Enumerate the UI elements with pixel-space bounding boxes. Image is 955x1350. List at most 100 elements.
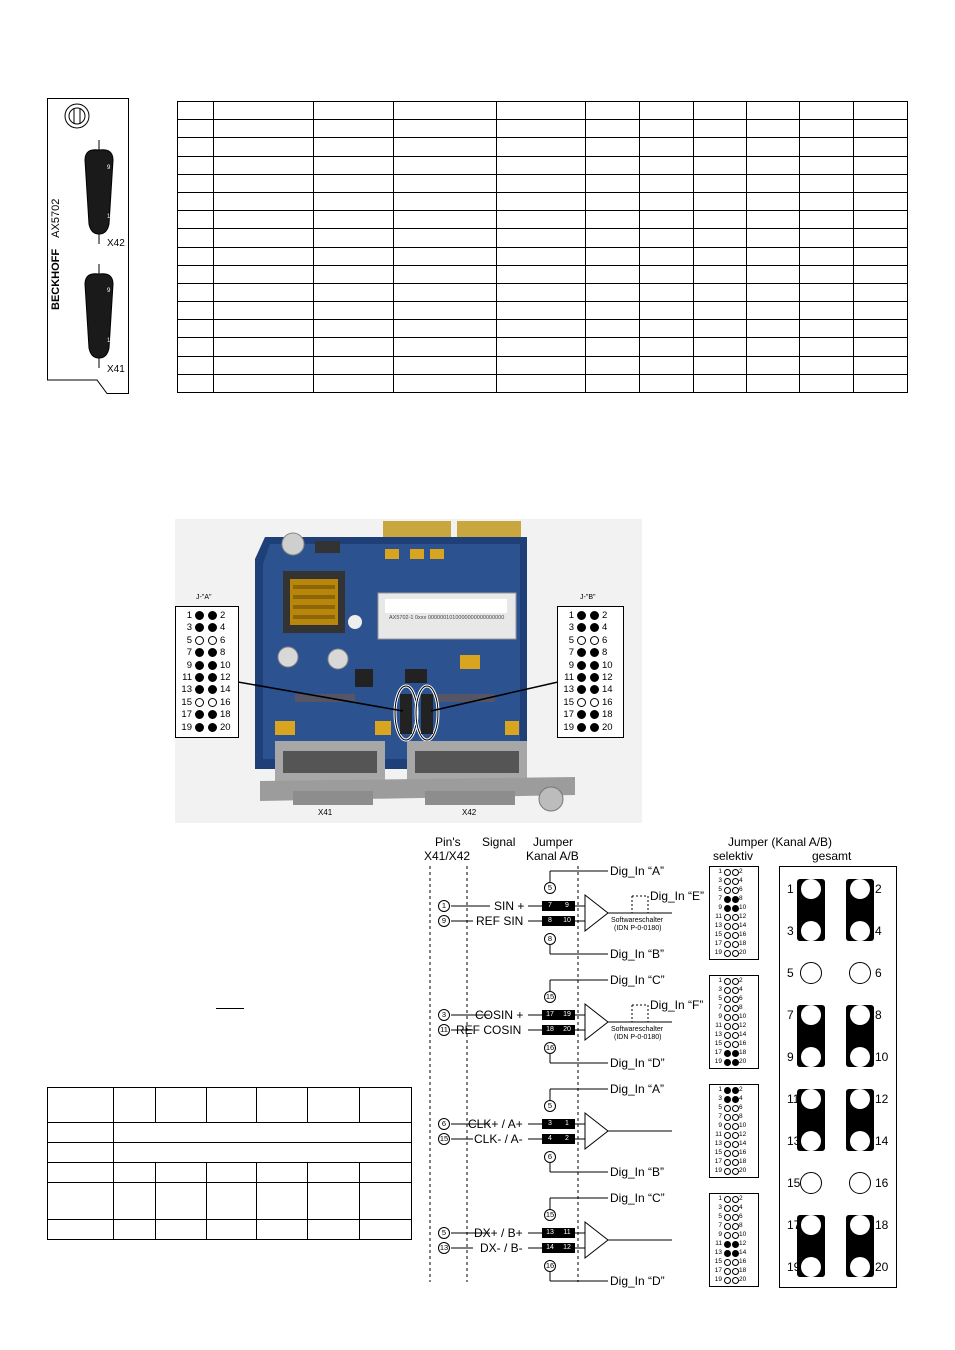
mini-pin — [724, 1223, 731, 1230]
photo-x41-label: X41 — [318, 808, 333, 817]
jumper-b-pin-label-left: 5 — [568, 634, 574, 646]
jumper-a-pin-label-left: 9 — [186, 659, 192, 671]
mini-pin — [732, 905, 739, 912]
mini-pin-label: 10 — [739, 1013, 747, 1020]
table-cell — [639, 337, 695, 357]
signal-label: DX+ / B+ — [474, 1226, 523, 1240]
overview-pin — [801, 1215, 821, 1235]
mini-pin — [724, 1114, 731, 1121]
overview-pin — [850, 1005, 870, 1025]
connector-pin-circle: 13 — [438, 1242, 450, 1254]
table-cell — [495, 282, 587, 303]
overview-pin — [850, 1047, 870, 1067]
overview-pin-label: 17 — [787, 1218, 801, 1232]
overview-pin-label: 14 — [875, 1134, 889, 1148]
signal-label: CLK- / A- — [474, 1132, 523, 1146]
jumper-b-pin-label-right: 16 — [602, 696, 613, 708]
table-cell — [585, 355, 641, 375]
overview-pin-label: 16 — [875, 1176, 889, 1190]
mini-pin — [732, 1141, 739, 1148]
table-cell — [585, 301, 641, 321]
table-cell — [639, 264, 695, 284]
mini-pin — [732, 1014, 739, 1021]
mini-pin-label: 1 — [718, 1086, 722, 1093]
table-cell — [639, 246, 695, 266]
mini-pin — [724, 878, 731, 885]
mini-pin — [724, 896, 731, 903]
mini-pin — [724, 1050, 731, 1057]
signal-label: REF SIN — [476, 914, 524, 928]
mini-pin-label: 18 — [739, 940, 747, 947]
mini-pin-label: 7 — [718, 895, 722, 902]
mini-pin-label: 14 — [739, 922, 747, 929]
jumper-b-pin — [590, 673, 599, 682]
mini-pin — [724, 1096, 731, 1103]
overview-pin — [849, 962, 871, 984]
x42-label: X42 — [107, 238, 125, 249]
mini-pin-label: 4 — [739, 1095, 743, 1102]
jumper-b-pin — [577, 673, 586, 682]
overview-pin-label: 19 — [787, 1260, 801, 1274]
mini-pin-label: 12 — [739, 1022, 747, 1029]
mini-pin-label: 10 — [739, 1231, 747, 1238]
jumper-a-pin — [195, 660, 204, 670]
jumper-b-pin — [590, 722, 599, 732]
mini-pin-label: 8 — [739, 1113, 743, 1120]
overview-pin — [850, 1089, 870, 1109]
mini-pin — [732, 1241, 739, 1248]
jumper-b-pin-label-right: 10 — [602, 659, 613, 671]
table-cell — [212, 373, 314, 394]
jumper-block — [542, 1243, 575, 1253]
table-cell — [495, 100, 587, 121]
jumper-b-pin — [590, 710, 599, 720]
mini-pin-label: 6 — [739, 1104, 743, 1111]
jumper-a-pin-label-right: 20 — [220, 721, 231, 733]
pin-circle-top: 15 — [544, 991, 556, 1003]
mini-pin-label: 2 — [739, 977, 743, 984]
mini-pin-label: 7 — [718, 1004, 722, 1011]
connector-pin-circle: 3 — [438, 1009, 450, 1021]
jumper-block — [542, 1025, 575, 1035]
overview-pin — [849, 1172, 871, 1194]
overview-pin-label: 13 — [787, 1134, 801, 1148]
mini-pin-label: 2 — [739, 868, 743, 875]
jumper-pin-number: 17 — [546, 1011, 554, 1018]
jumper-b-title: J-"B" — [580, 594, 596, 601]
jumper-b-pin — [590, 648, 599, 658]
jumper-a-pin — [195, 635, 204, 645]
overview-pin — [800, 962, 822, 984]
x41-label: X41 — [107, 364, 125, 375]
table-cell — [853, 337, 908, 357]
mini-pin — [724, 1159, 731, 1166]
mini-pin-label: 15 — [714, 1258, 722, 1265]
photo-x42-label: X42 — [462, 808, 477, 817]
signal-label: SIN + — [494, 899, 525, 913]
overview-pin — [850, 879, 870, 899]
table-cell — [212, 355, 314, 375]
jumper-a-pin — [195, 722, 204, 732]
bottom-empty-table — [47, 1087, 413, 1240]
jumper-pin-number: 1 — [565, 1120, 569, 1127]
mini-pin-label: 17 — [714, 1267, 722, 1274]
overview-pin-label: 20 — [875, 1260, 889, 1274]
table-cell — [495, 246, 587, 266]
mini-pin-label: 9 — [718, 904, 722, 911]
jumper-b-pin-label-right: 8 — [602, 647, 608, 659]
overview-pin — [801, 1257, 821, 1277]
overview-pin-label: 10 — [875, 1050, 889, 1064]
jumper-b-pin-label-left: 1 — [568, 610, 574, 621]
table-cell — [585, 100, 641, 121]
